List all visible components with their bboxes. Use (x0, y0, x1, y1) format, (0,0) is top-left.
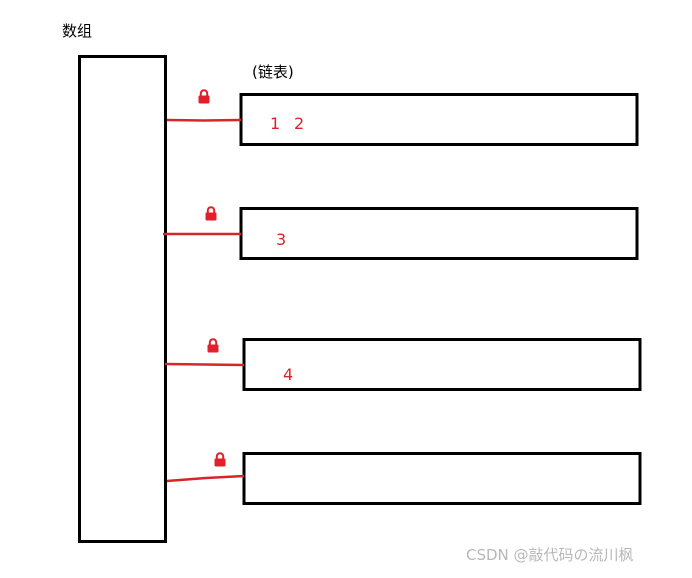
connector-line-3 (164, 362, 245, 367)
slot-1-value-2: 2 (294, 114, 305, 133)
watermark: CSDN @敲代码の流川枫 (466, 546, 634, 564)
slot-1-value-1: 1 (270, 114, 281, 133)
linked-list-box-4 (242, 452, 642, 505)
lock-icon (207, 338, 219, 353)
lock-icon (214, 452, 226, 467)
connector-line-4 (166, 474, 245, 483)
array-label: 数组 (62, 22, 93, 40)
lock-icon (205, 206, 217, 221)
connector-line-1 (166, 118, 242, 122)
linked-list-box-2 (239, 207, 639, 260)
slot-3-value-1: 4 (283, 365, 294, 384)
array-column (78, 55, 167, 543)
linked-list-box-1 (239, 93, 639, 146)
linked-list-box-3 (242, 338, 642, 391)
lock-icon (198, 89, 210, 104)
slot-2-value-1: 3 (276, 230, 287, 249)
linked-list-label: (链表) (252, 63, 294, 81)
